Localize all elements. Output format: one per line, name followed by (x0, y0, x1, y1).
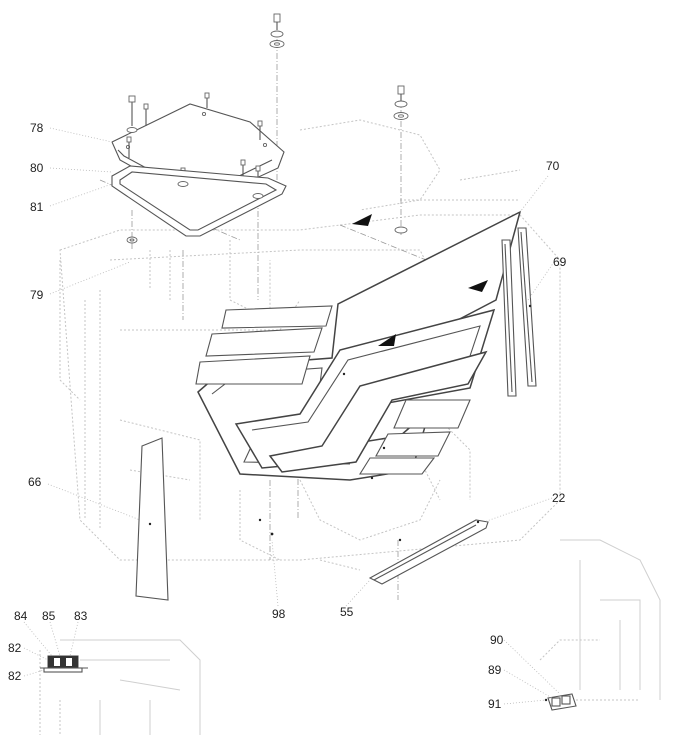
callout-66: 66 (28, 475, 42, 489)
top-fastener-stack-left (269, 13, 285, 48)
callout-22: 22 (552, 491, 566, 505)
side-panel-assembly (197, 210, 522, 481)
callout-84: 84 (14, 609, 28, 623)
callout-labels: 78 80 81 79 70 69 66 22 98 55 84 85 83 8… (8, 121, 567, 711)
callout-85: 85 (42, 609, 56, 623)
decal-stripes (195, 305, 471, 475)
bracket-22 (368, 519, 489, 585)
callout-81: 81 (30, 200, 44, 214)
trim-strip-69 (517, 227, 537, 387)
flow-arrows (352, 214, 488, 346)
callout-89: 89 (488, 663, 502, 677)
latch-assembly (544, 693, 577, 711)
hinge-assembly (40, 655, 88, 673)
trim-strip-70 (501, 239, 517, 397)
callout-91: 91 (488, 697, 502, 711)
callout-98: 98 (272, 607, 286, 621)
leader-lines (23, 127, 561, 705)
callout-90: 90 (490, 633, 504, 647)
small-hardware-dots (258, 372, 386, 536)
callout-55: 55 (340, 605, 354, 619)
callout-69: 69 (553, 255, 567, 269)
callout-78: 78 (30, 121, 44, 135)
gasket-80-81 (111, 165, 287, 244)
callout-79: 79 (30, 288, 44, 302)
top-fastener-stack-right (393, 85, 409, 234)
callout-82-lower: 82 (8, 669, 22, 683)
callout-82-upper: 82 (8, 641, 22, 655)
vertical-panel-66 (135, 437, 169, 601)
callout-80: 80 (30, 161, 44, 175)
callout-70: 70 (546, 159, 560, 173)
callout-83: 83 (74, 609, 88, 623)
